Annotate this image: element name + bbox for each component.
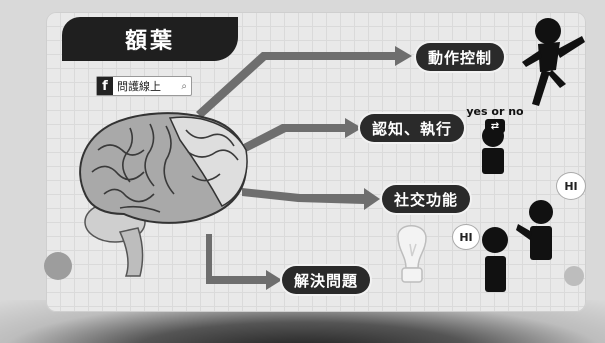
arrow-cognition	[232, 118, 362, 156]
decor-circle-left	[44, 252, 72, 280]
page-title: 額葉	[124, 29, 175, 54]
brain-illustration	[79, 112, 248, 277]
arrow-motor	[196, 46, 412, 118]
social-figures	[482, 200, 553, 292]
facebook-badge: f 問護線上 ⌕	[96, 76, 192, 96]
speech-bubble-hi-left: HI	[452, 224, 480, 250]
arrow-social	[242, 188, 380, 210]
badge-label: 問護線上	[117, 80, 161, 93]
speech-bubble-hi-right: HI	[556, 172, 586, 200]
facebook-icon: f	[97, 77, 113, 95]
yes-or-no-bubble: yes or no ⇄	[466, 105, 524, 135]
title-tab: 額葉	[62, 17, 238, 61]
function-label-problem: 解決問題	[282, 266, 371, 294]
motor-figure	[522, 18, 585, 106]
lightbulb-icon	[397, 225, 427, 283]
decor-circle-right	[564, 266, 584, 286]
function-label-social: 社交功能	[382, 185, 471, 213]
search-icon: ⌕	[181, 80, 187, 92]
swap-arrows-icon: ⇄	[485, 119, 505, 133]
function-label-motor: 動作控制	[416, 43, 505, 71]
yes-or-no-text: yes or no	[466, 105, 524, 118]
arrow-problem	[206, 234, 282, 290]
function-label-cognition: 認知、執行	[360, 114, 465, 142]
